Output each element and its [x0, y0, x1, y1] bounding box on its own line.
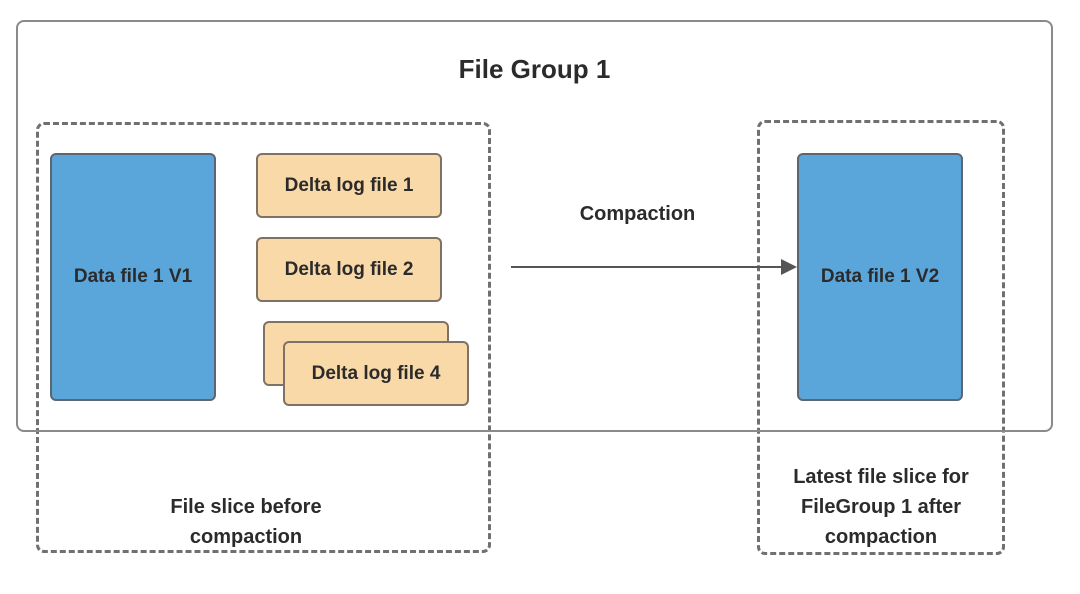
compaction-label: Compaction	[579, 203, 696, 225]
delta-log-file-2-label: Delta log file 2	[284, 258, 414, 280]
caption-latest-file-slice: Latest file slice for FileGroup 1 after …	[757, 462, 1005, 552]
file-slice-before-compaction	[36, 122, 491, 553]
caption-before-line-1: File slice before	[170, 496, 322, 518]
file-group-container	[16, 20, 1053, 432]
file-slice-after-compaction	[757, 120, 1005, 555]
delta-log-file-4: Delta log file 4	[283, 341, 469, 406]
caption-file-slice-before: File slice before compaction	[36, 492, 456, 552]
data-file-v2: Data file 1 V2	[797, 153, 963, 401]
caption-after-line-3: compaction	[824, 526, 938, 548]
delta-log-file-1-label: Delta log file 1	[284, 174, 414, 196]
caption-after-line-1: Latest file slice for	[793, 466, 969, 488]
delta-log-file-2: Delta log file 2	[256, 237, 442, 302]
delta-log-file-4-label: Delta log file 4	[311, 362, 441, 384]
data-file-v1: Data file 1 V1	[50, 153, 216, 401]
delta-log-file-1: Delta log file 1	[256, 153, 442, 218]
data-file-v2-label: Data file 1 V2	[820, 266, 940, 287]
caption-after-line-2: FileGroup 1 after	[800, 496, 962, 518]
caption-before-line-2: compaction	[189, 526, 303, 548]
file-group-title: File Group 1	[458, 54, 611, 84]
data-file-v1-label: Data file 1 V1	[73, 266, 193, 287]
compaction-arrow-head	[781, 259, 797, 275]
compaction-arrow	[511, 259, 797, 275]
